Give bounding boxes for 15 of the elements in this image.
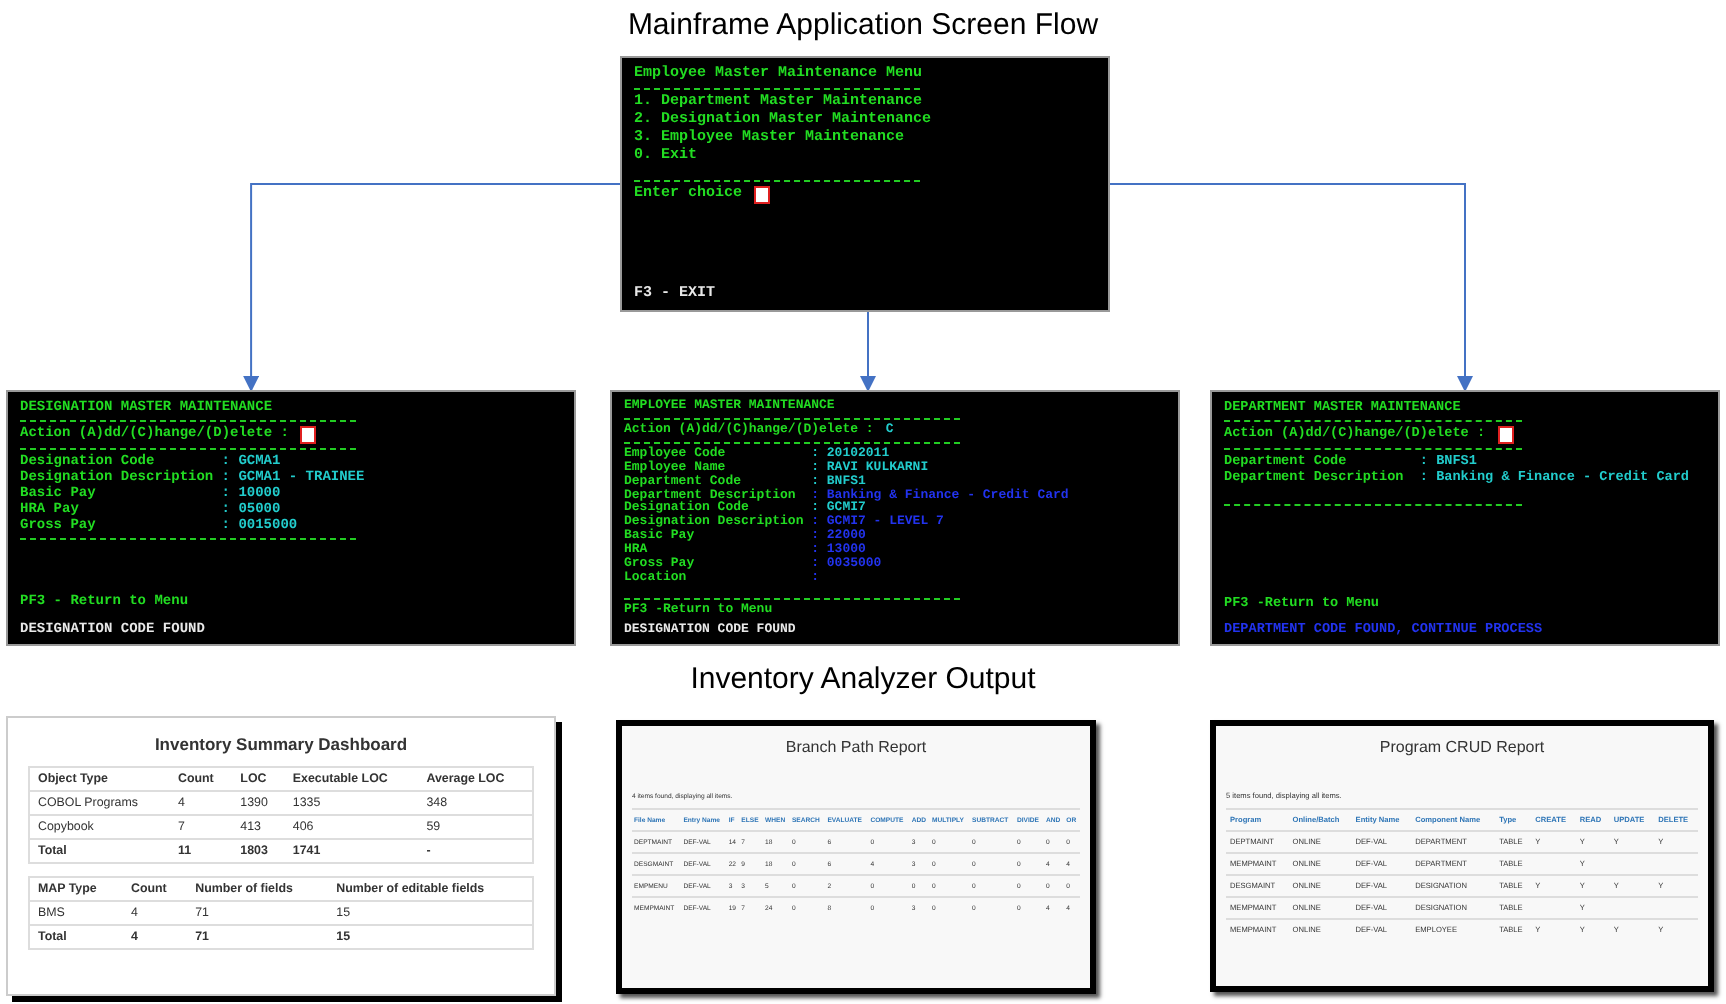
report-panel	[616, 720, 1096, 994]
terminal-screen	[620, 56, 1110, 312]
diagram-title: Mainframe Application Screen Flow	[625, 8, 1101, 42]
connector-arrow	[243, 183, 621, 392]
connector-arrow	[1109, 183, 1473, 392]
section-heading: Inventory Analyzer Output	[688, 662, 1038, 696]
report-title: Inventory Summary Dashboard	[152, 734, 410, 754]
terminal-screen	[1210, 390, 1720, 646]
connector-arrow	[860, 311, 876, 392]
report-panel	[1210, 720, 1714, 992]
terminal-screen	[610, 390, 1180, 646]
terminal-screen	[6, 390, 576, 646]
report-title: Program CRUD Report	[1377, 738, 1547, 756]
report-title: Branch Path Report	[783, 738, 929, 756]
report-panel	[6, 716, 556, 996]
